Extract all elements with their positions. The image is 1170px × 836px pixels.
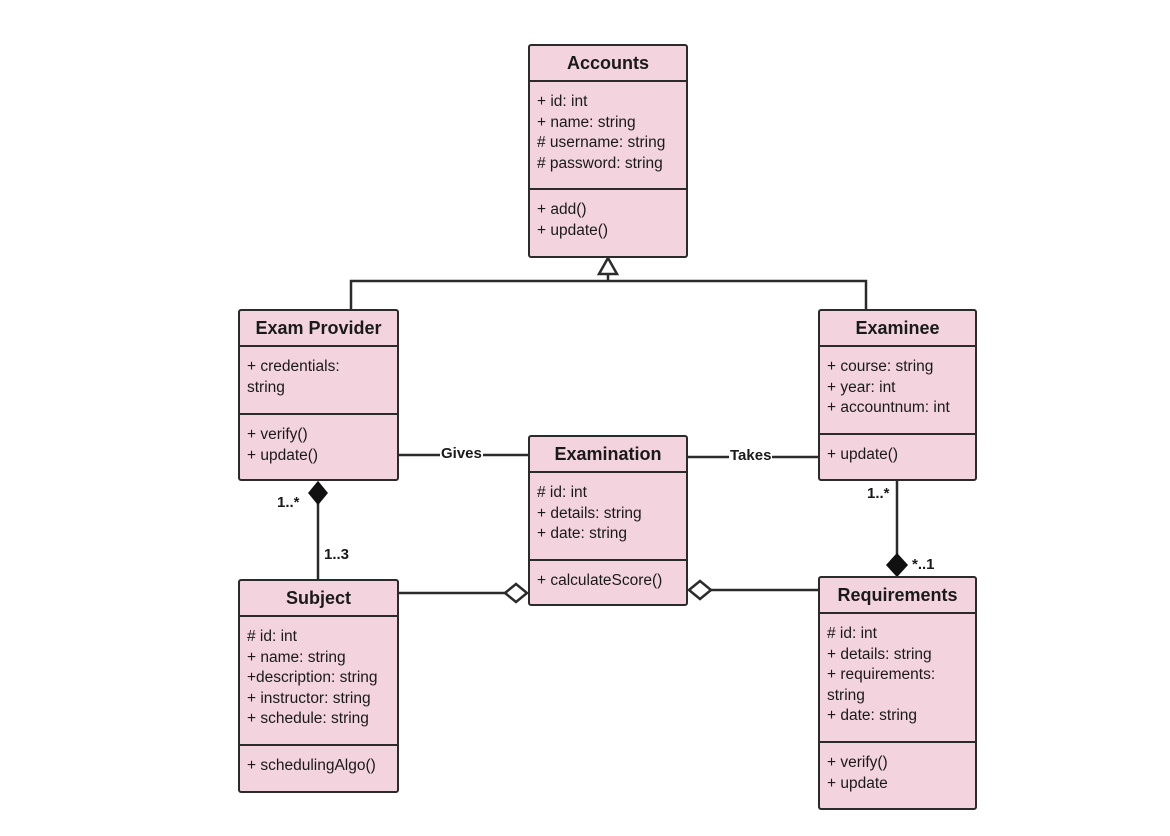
class-examinee-attributes: + course: string + year: int + accountnu… (820, 345, 975, 433)
attribute: + credentials: (247, 358, 340, 375)
class-examination: Examination # id: int + details: string … (528, 435, 688, 606)
attribute: # id: int (247, 628, 297, 645)
class-subject: Subject # id: int + name: string +descri… (238, 579, 399, 793)
attribute: + name: string (247, 648, 346, 666)
generalization-arrowhead (596, 255, 620, 276)
examination-aggregation-diamond-right (687, 579, 713, 601)
attribute: # id: int (827, 625, 877, 642)
attribute: + name: string (537, 113, 636, 131)
method: + update (827, 774, 888, 792)
class-examination-methods: + calculateScore() (530, 559, 686, 600)
method: + verify() (827, 754, 888, 771)
multiplicity-label: *..1 (911, 556, 936, 574)
provider-composition-diamond (308, 480, 328, 506)
class-subject-methods: + schedulingAlgo() (240, 744, 397, 785)
class-accounts-methods: + add() + update() (530, 188, 686, 249)
class-requirements-title: Requirements (837, 585, 958, 605)
class-exam-provider-methods: + verify() + update() (240, 413, 397, 474)
attribute: + year: int (827, 378, 896, 396)
multiplicity-label: 1..3 (323, 546, 351, 564)
attribute: + date: string (537, 525, 628, 542)
attribute: + course: string (827, 358, 934, 375)
method: + schedulingAlgo() (247, 757, 376, 774)
attribute: + date: string (827, 707, 918, 724)
class-requirements: Requirements # id: int + details: string… (818, 576, 977, 810)
multiplicity-label: 1..* (276, 494, 301, 512)
generalization-line (349, 279, 868, 309)
method: + update() (537, 221, 609, 239)
examination-aggregation-diamond-left (503, 582, 529, 604)
class-examinee-title: Examinee (855, 318, 940, 338)
class-examinee-methods: + update() (820, 433, 975, 474)
class-examination-attributes: # id: int + details: string + date: stri… (530, 471, 686, 559)
attribute: # username: string (537, 134, 666, 151)
attribute: + accountnum: int (827, 399, 950, 416)
class-subject-attributes: # id: int + name: string +description: s… (240, 615, 397, 744)
attribute: + details: string (537, 504, 642, 522)
method: + calculateScore() (537, 572, 663, 589)
multiplicity-label: 1..* (866, 485, 891, 503)
attribute: + details: string (827, 645, 932, 663)
class-exam-provider-title: Exam Provider (255, 318, 382, 338)
class-requirements-methods: + verify() + update (820, 741, 975, 802)
attribute: + id: int (537, 93, 588, 110)
attribute: string (827, 686, 865, 704)
attribute: + schedule: string (247, 710, 369, 727)
attribute: string (247, 378, 285, 396)
class-exam-provider: Exam Provider + credentials: string + ve… (238, 309, 399, 481)
class-subject-title: Subject (285, 588, 351, 608)
method: + update() (827, 446, 899, 463)
class-exam-provider-attributes: + credentials: string (240, 345, 397, 413)
attribute: + requirements: (827, 666, 936, 683)
method: + update() (247, 446, 319, 464)
attribute: +description: string (247, 669, 378, 686)
class-requirements-attributes: # id: int + details: string + requiremen… (820, 612, 975, 741)
class-accounts-attributes: + id: int + name: string # username: str… (530, 80, 686, 188)
class-accounts-title: Accounts (566, 53, 649, 73)
attribute: # id: int (537, 484, 587, 501)
attribute: # password: string (537, 154, 663, 172)
class-examination-title: Examination (554, 444, 662, 464)
class-accounts: Accounts + id: int + name: string # user… (528, 44, 688, 258)
requirements-composition-diamond (885, 552, 909, 578)
association-label-gives: Gives (440, 445, 483, 463)
method: + verify() (247, 426, 308, 443)
association-label-takes: Takes (729, 447, 773, 465)
class-examinee: Examinee + course: string + year: int + … (818, 309, 977, 481)
attribute: + instructor: string (247, 689, 371, 707)
method: + add() (537, 201, 587, 218)
